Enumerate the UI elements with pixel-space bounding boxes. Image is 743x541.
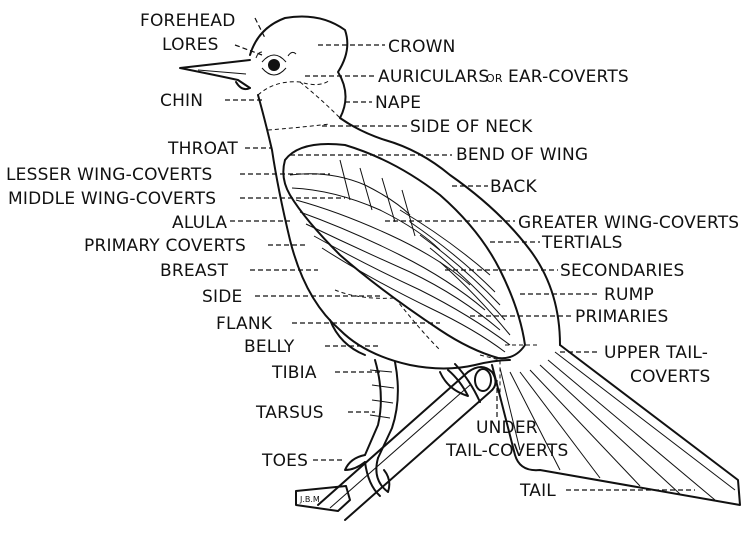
label-ear-coverts: EAR-COVERTS [508, 67, 629, 87]
label-tibia: TIBIA [271, 363, 317, 383]
label-throat: THROAT [167, 139, 238, 159]
label-lores: LORES [162, 35, 219, 55]
label-upper-tail: UPPER TAIL- [604, 343, 708, 363]
label-secondaries: SECONDARIES [560, 261, 684, 281]
label-side-of-neck: SIDE OF NECK [410, 117, 533, 137]
label-greater-wing-coverts: GREATER WING-COVERTS [518, 213, 739, 233]
label-upper-tail-coverts: COVERTS [630, 367, 710, 387]
label-tertials: TERTIALS [541, 233, 623, 253]
label-middle-wing-coverts: MIDDLE WING-COVERTS [8, 189, 216, 209]
label-lesser-wing-coverts: LESSER WING-COVERTS [6, 165, 212, 185]
label-nape: NAPE [375, 93, 421, 113]
label-under: UNDER [476, 418, 538, 438]
label-tarsus: TARSUS [255, 403, 324, 423]
artist-signature: J.B.M. [299, 495, 322, 504]
label-primary-coverts: PRIMARY COVERTS [84, 236, 246, 256]
label-side: SIDE [202, 287, 242, 307]
label-tail-coverts: TAIL-COVERTS [445, 441, 569, 461]
label-belly: BELLY [244, 337, 295, 357]
label-rump: RUMP [604, 285, 654, 305]
labels: FOREHEAD LORES CROWN AURICULARS OR EAR-C… [6, 11, 739, 504]
label-auriculars-or: OR [486, 72, 503, 85]
label-chin: CHIN [160, 91, 203, 111]
label-bend-of-wing: BEND OF WING [456, 145, 588, 165]
label-breast: BREAST [160, 261, 229, 281]
label-toes: TOES [261, 451, 308, 471]
label-flank: FLANK [216, 314, 273, 334]
label-primaries: PRIMARIES [575, 307, 669, 327]
label-back: BACK [490, 177, 537, 197]
leader-lores [235, 45, 262, 55]
label-crown: CROWN [388, 37, 456, 57]
label-forehead: FOREHEAD [140, 11, 236, 31]
label-auriculars: AURICULARS [378, 67, 489, 87]
label-alula: ALULA [172, 213, 227, 233]
label-tail: TAIL [519, 481, 556, 501]
wing [283, 144, 525, 358]
